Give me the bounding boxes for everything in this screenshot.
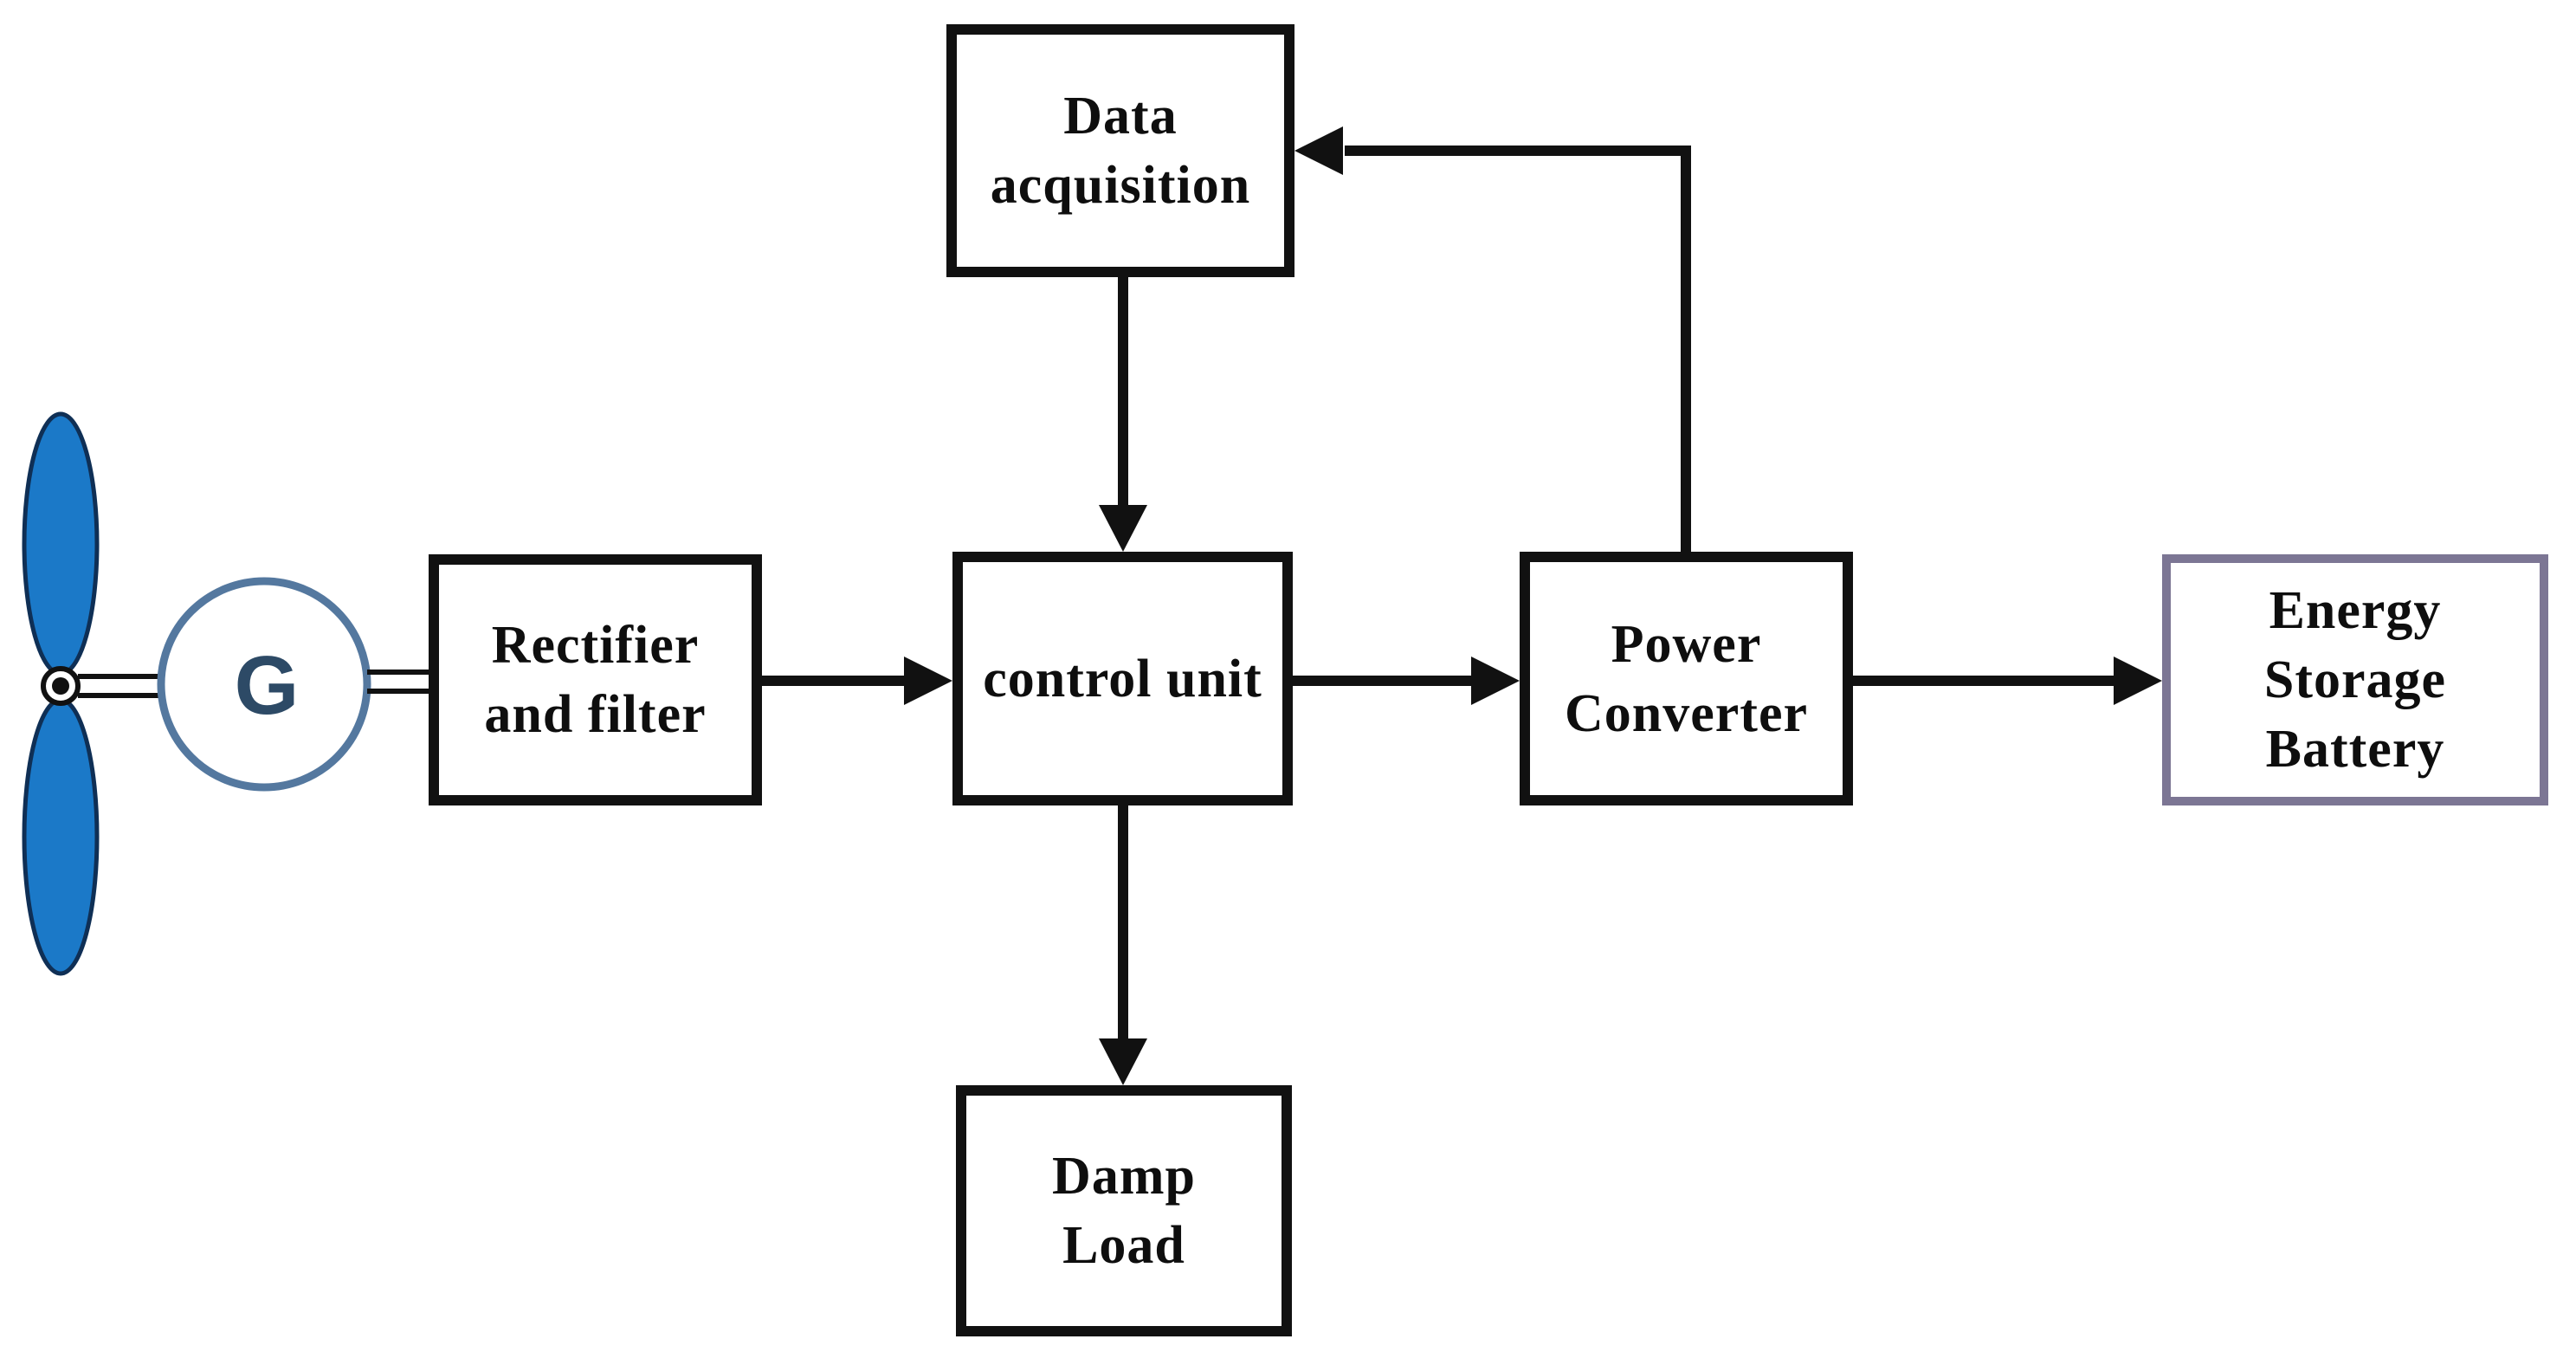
arrowhead-right: [1471, 657, 1520, 705]
wind-turbine-icon: [22, 411, 159, 976]
node-label-line: control unit: [983, 649, 1262, 708]
turbine-blade-top: [22, 411, 100, 676]
generator-circle: [157, 577, 371, 792]
connector-control-power: [1291, 657, 1520, 705]
node-data-acquisition: Data acquisition: [946, 24, 1294, 277]
arrowhead-down: [1099, 505, 1147, 552]
connector-power-dataacq-feedback: [1294, 126, 1691, 553]
turbine-hub-dot: [52, 677, 69, 695]
connector-dataacq-control: [1099, 275, 1147, 552]
generator-label: G: [234, 639, 300, 732]
node-label-line: and filter: [484, 685, 707, 744]
node-label-line: Power: [1611, 614, 1762, 674]
node-label-line: Damp: [1052, 1147, 1196, 1206]
node-label-line: Data: [1063, 87, 1178, 146]
node-damp-load: Damp Load: [956, 1085, 1292, 1336]
connector-power-battery: [1851, 657, 2162, 705]
node-label-line: Rectifier: [491, 616, 700, 675]
turbine-blade-bottom: [22, 697, 100, 976]
node-label-line: Energy: [2269, 581, 2442, 640]
arrow-shaft: [1345, 146, 1691, 553]
node-energy-storage-battery: Energy Storage Battery: [2162, 554, 2548, 805]
node-rectifier-and-filter: Rectifier and filter: [429, 554, 762, 805]
connector-rectifier-control: [760, 657, 952, 705]
node-power-converter: Power Converter: [1520, 552, 1853, 805]
arrowhead-right: [904, 657, 952, 705]
node-label-line: Load: [1062, 1216, 1185, 1275]
node-label-line: Converter: [1565, 683, 1808, 743]
node-label-line: Battery: [2265, 720, 2445, 779]
connector-control-damp: [1099, 804, 1147, 1085]
node-control-unit: control unit: [952, 552, 1293, 805]
arrowhead-left: [1294, 126, 1343, 175]
connector-generator-rectifier: [367, 670, 433, 694]
node-label-line: acquisition: [990, 156, 1251, 215]
arrowhead-right: [2114, 657, 2162, 705]
node-label-line: Storage: [2263, 650, 2447, 709]
arrowhead-down: [1099, 1038, 1147, 1085]
